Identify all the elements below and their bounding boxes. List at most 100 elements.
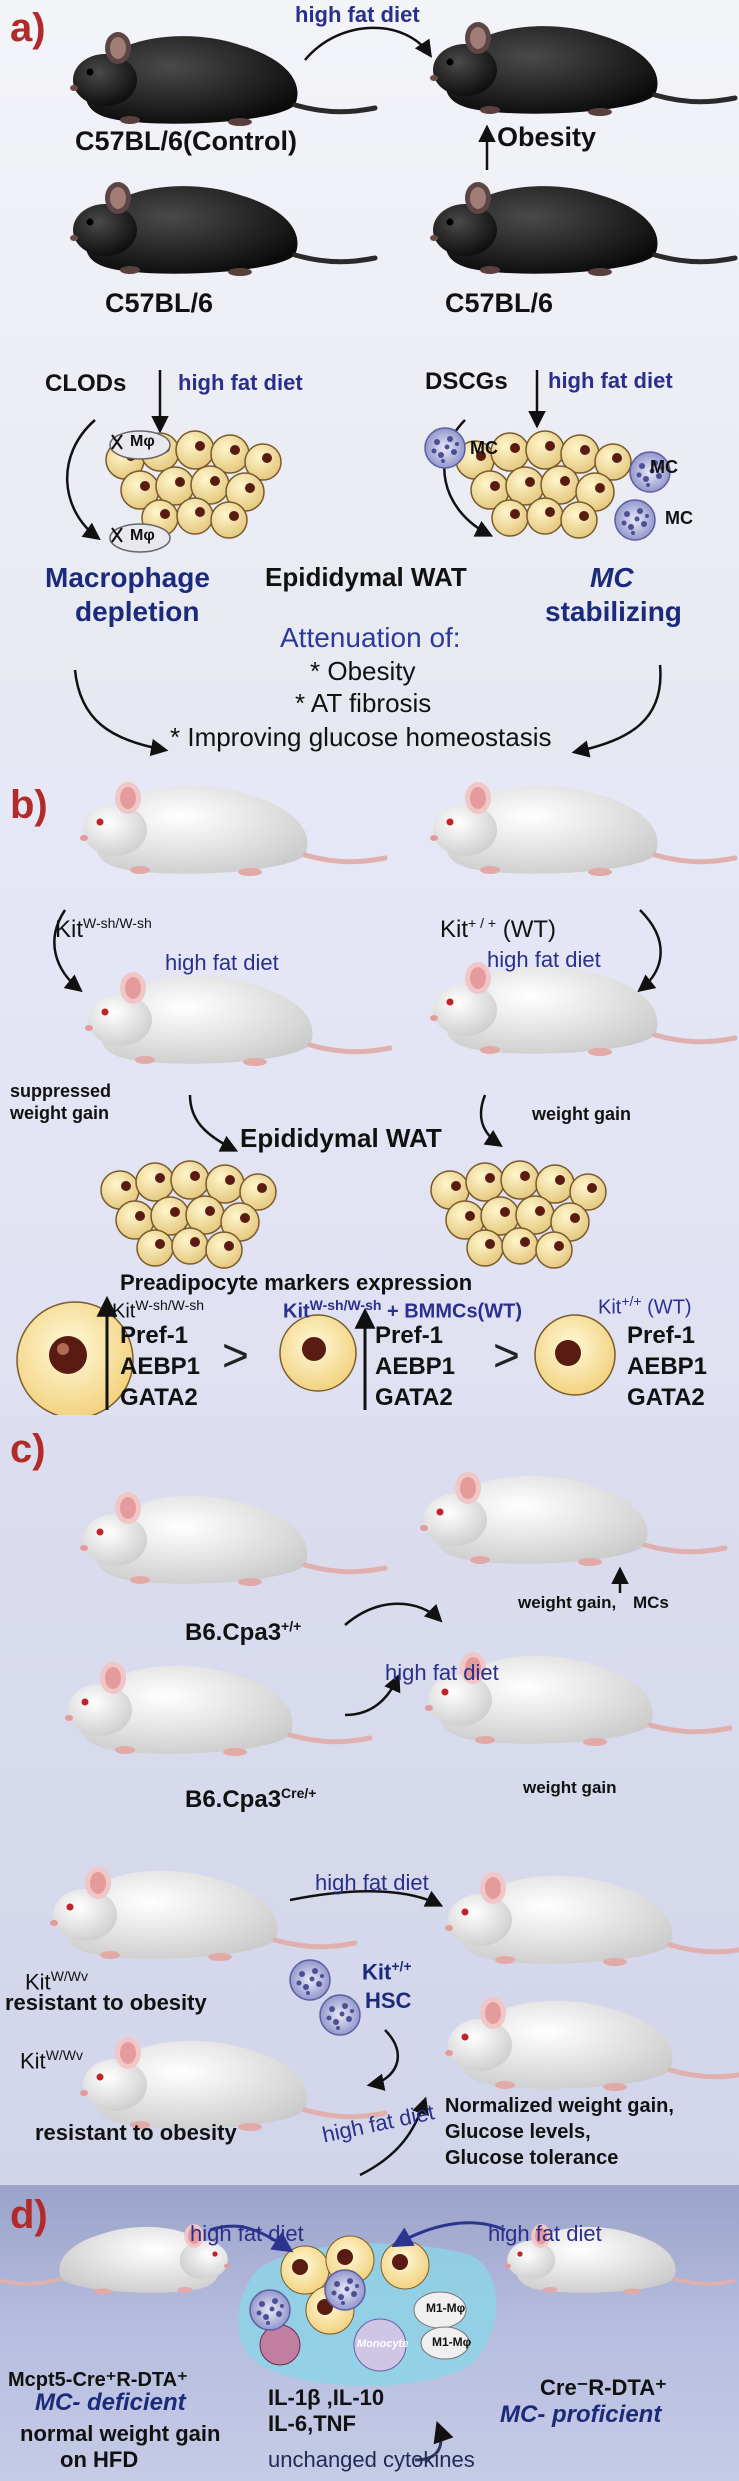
control-mouse-image xyxy=(70,32,375,126)
obesity-label: Obesity xyxy=(497,122,597,152)
right-bottom-arrow xyxy=(571,664,662,758)
resistant-label-1: resistant to obesity xyxy=(5,1990,207,2015)
kitw-hsc-result-mouse-image xyxy=(445,1997,739,2091)
normal-weight-label-1: normal weight gain xyxy=(20,2421,221,2446)
unchanged-cytokines-arrow xyxy=(414,2421,454,2462)
left-hfd-curve-arrow xyxy=(53,909,83,993)
cpa3-wt-hfd-mouse-image xyxy=(420,1472,725,1566)
preadipocyte-cell-3 xyxy=(534,1314,616,1396)
panel-b-label: b) xyxy=(10,783,48,827)
kit-wt-mouse-image xyxy=(430,782,735,876)
marker-aebp1: AEBP1 xyxy=(375,1353,456,1380)
kitw-label-2: KitW/Wv xyxy=(20,2047,84,2074)
kitw-hfd-mouse-image xyxy=(445,1872,739,1966)
col2-markers: Pref-1 AEBP1 GATA2 xyxy=(375,1320,455,1413)
cpa3-wt-label: B6.Cpa3+/+ xyxy=(185,1618,302,1646)
right-hfd-curve-arrow xyxy=(637,909,662,993)
epididymal-wat-label: Epididymal WAT xyxy=(265,562,467,592)
adipocyte-cluster-b-right xyxy=(430,1160,607,1269)
weight-gain-mcs-label: weight gain, MCs xyxy=(518,1593,669,1612)
wat-cell-cluster xyxy=(238,2235,497,2386)
m1-label-2: M1-Mφ xyxy=(432,2335,472,2349)
panel-d-graphics xyxy=(0,2221,736,2462)
kitw-hfd-arrow xyxy=(289,1890,444,1907)
marker-pref1: Pref-1 xyxy=(375,1322,444,1349)
hsc-label: HSC xyxy=(365,1988,412,2013)
depletion-curve-arrow xyxy=(65,419,101,541)
right-epi-arrow xyxy=(479,1094,503,1147)
attenuation-label: Attenuation of: xyxy=(280,622,461,653)
m-phi-label-1: Mφ xyxy=(130,433,155,450)
right-strain-label: C57BL/6 xyxy=(445,288,554,318)
bullet-at-fibrosis: * AT fibrosis xyxy=(295,688,432,718)
hfd-right-label: high fat diet xyxy=(548,368,673,393)
obese-mouse-image xyxy=(430,22,735,116)
kit-wsh-mouse-image xyxy=(80,782,385,876)
hfd-d-right-label: high fat diet xyxy=(488,2221,602,2246)
bullet-obesity: * Obesity xyxy=(310,656,416,686)
kit-wsh-hfd-mouse-image xyxy=(85,972,390,1066)
hfd-c1-label: high fat diet xyxy=(385,1660,499,1685)
panel-d: d) high fat diet high fat diet M1-Mφ M1-… xyxy=(0,2185,739,2481)
mast-cell-icon-3 xyxy=(614,499,656,541)
control-strain-label: C57BL/6(Control) xyxy=(75,126,297,156)
mc-label-3: MC xyxy=(665,508,693,528)
panel-a-label: a) xyxy=(10,6,46,50)
normalized-line-1: Normalized weight gain, xyxy=(445,2095,674,2117)
dscgs-label: DSCGs xyxy=(425,368,508,395)
stabilizing-label: stabilizing xyxy=(545,596,682,627)
left-strain-label: C57BL/6 xyxy=(105,288,214,318)
panel-a-graphics xyxy=(65,0,739,758)
left-genotype-label: Mcpt5-Cre⁺R-DTA⁺ xyxy=(8,2369,188,2391)
cpa3-wt-mouse-image xyxy=(80,1492,385,1586)
monocyte-label: Monocyte xyxy=(357,2338,409,2350)
panel-a: a) high fat diet C57BL/6(Control) Obesit… xyxy=(0,0,739,765)
hfd-left-label: high fat diet xyxy=(178,370,303,395)
left-bottom-arrow xyxy=(73,669,169,757)
left-epi-arrow xyxy=(188,1094,239,1152)
kit-wsh-label: KitW-sh/W-sh xyxy=(55,915,152,943)
normalized-line-2: Glucose levels, xyxy=(445,2121,591,2143)
weight-gain-label: weight gain xyxy=(532,1104,631,1124)
cytokines-line-1: IL-1β ,IL-10 xyxy=(268,2385,385,2410)
kitw-hsc-hfd-arrow xyxy=(359,2096,429,2177)
mc-proficient-label: MC- proficient xyxy=(500,2401,662,2428)
hfd-b-right-label: high fat diet xyxy=(487,947,601,972)
preadipocyte-title: Preadipocyte markers expression xyxy=(120,1270,473,1295)
m1-label-1: M1-Mφ xyxy=(426,2301,466,2315)
mast-cell-icon-1 xyxy=(424,427,466,469)
normalized-line-3: Glucose tolerance xyxy=(445,2147,619,2169)
col3-genotype: Kit+/+ (WT) xyxy=(598,1293,692,1319)
right-genotype-label: Cre⁻R-DTA⁺ xyxy=(540,2375,667,2400)
panel-c-graphics xyxy=(0,1415,739,2177)
normal-weight-label-2: on HFD xyxy=(60,2447,139,2472)
adipocyte-cluster-b-left xyxy=(100,1160,277,1269)
marker-aebp1: AEBP1 xyxy=(120,1353,201,1380)
preadipocyte-cell-2 xyxy=(279,1314,357,1392)
mc-word-label: MC xyxy=(590,562,634,593)
kitw-mouse-image-1 xyxy=(50,1867,355,1961)
resistant-label-2: resistant to obesity xyxy=(35,2120,237,2145)
hsc-transplant-arrow xyxy=(366,2029,399,2091)
cpa3-cre-label: B6.Cpa3Cre/+ xyxy=(185,1785,317,1813)
macrophage-icon xyxy=(109,430,171,553)
marker-gata2: GATA2 xyxy=(627,1384,705,1411)
clods-label: CLODs xyxy=(45,370,127,397)
preadipocyte-cell-1 xyxy=(16,1301,134,1415)
gt-symbol-1: > xyxy=(222,1329,249,1381)
cytokines-line-2: IL-6,TNF xyxy=(268,2411,356,2436)
panel-b: b) KitW-sh/W-sh Kit+ / + (WT) high fat d… xyxy=(0,765,739,1415)
panel-b-graphics xyxy=(16,765,739,1415)
hfd-c2-label: high fat diet xyxy=(315,1870,429,1895)
mc-deficient-label: MC- deficient xyxy=(35,2389,186,2416)
panel-d-label: d) xyxy=(10,2193,48,2237)
gt-symbol-2: > xyxy=(493,1329,520,1381)
hfd-d-left-label: high fat diet xyxy=(190,2221,304,2246)
kitw-mouse-image-2 xyxy=(80,2037,385,2131)
col1-genotype: KitW-sh/W-sh xyxy=(112,1297,205,1323)
marker-gata2: GATA2 xyxy=(120,1384,198,1411)
cpa3-wt-hfd-arrow xyxy=(344,1602,443,1626)
hfd-right-arrow xyxy=(391,2221,506,2248)
c57bl6-left-mouse-image xyxy=(70,182,375,276)
marker-pref1: Pref-1 xyxy=(627,1322,696,1349)
